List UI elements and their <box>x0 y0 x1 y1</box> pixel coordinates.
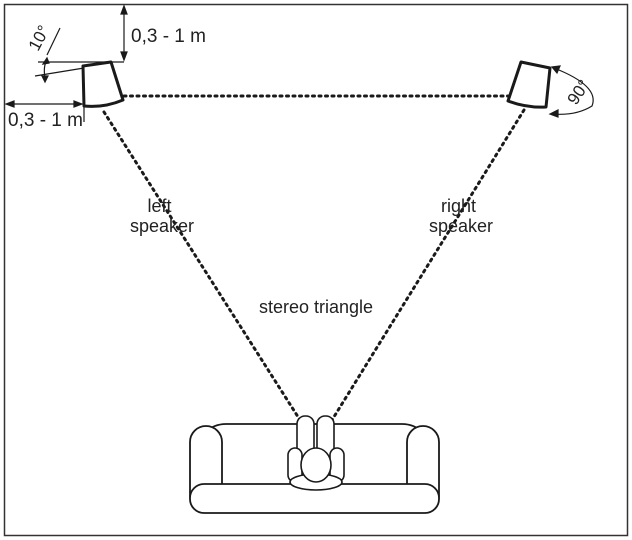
sofa <box>189 423 440 514</box>
tilt-angle-marks <box>34 27 85 84</box>
left-speaker <box>81 60 125 108</box>
right-speaker-label-line1: right <box>441 196 476 216</box>
listener-head <box>300 447 332 483</box>
stereo-triangle-label: stereo triangle <box>259 297 373 317</box>
left-speaker-label-line2: speaker <box>130 216 194 236</box>
right-listening-line <box>330 108 526 422</box>
rotation-angle-label: 90° <box>564 76 594 108</box>
top-distance-label: 0,3 - 1 m <box>131 26 206 47</box>
side-distance-dimension <box>4 98 85 122</box>
left-speaker-label-line1: left <box>147 196 171 216</box>
outer-border <box>3 3 629 537</box>
rotation-angle-marks <box>548 65 594 118</box>
left-speaker-label: left speaker <box>130 196 194 236</box>
stereo-triangle-lines <box>102 94 526 422</box>
listener <box>287 415 345 491</box>
right-speaker <box>506 60 552 109</box>
right-speaker-label-line2: speaker <box>429 216 493 236</box>
right-speaker-label: right speaker <box>429 196 493 236</box>
top-distance-dimension <box>38 4 128 63</box>
left-listening-line <box>102 110 302 422</box>
side-distance-label: 0,3 - 1 m <box>8 110 83 131</box>
